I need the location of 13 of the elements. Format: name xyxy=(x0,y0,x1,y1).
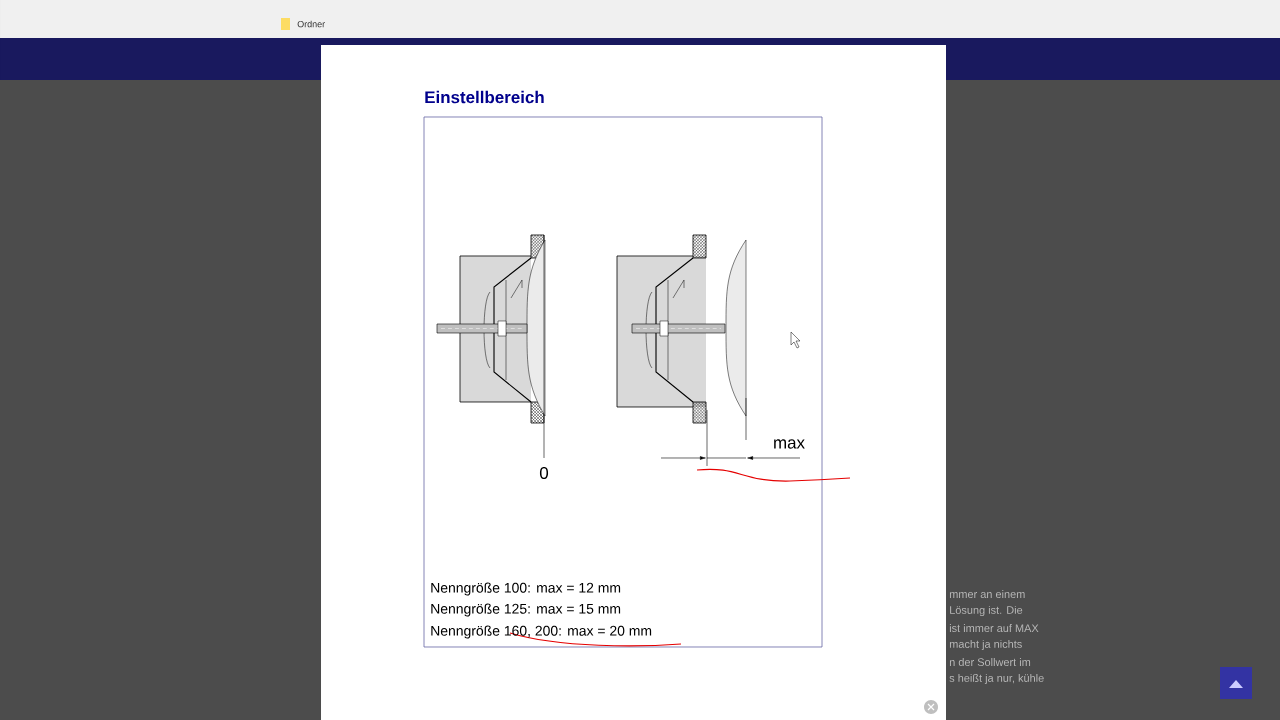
background-text: ist immer auf MAX xyxy=(949,623,1039,632)
background-text: mmer an einem xyxy=(949,589,1025,598)
bookmark-label: Ordner xyxy=(297,20,325,28)
background-text: Lösung ist. Die xyxy=(950,605,1023,617)
heading: Einstellbereich xyxy=(425,90,544,104)
dimension-label: max xyxy=(774,439,805,449)
dimension-label: 0 xyxy=(539,467,549,479)
note-text: Nenngröße 125: max = 15 mm xyxy=(431,603,621,617)
note-text: Nenngröße 100: max = 12 mm xyxy=(431,582,621,596)
background-text: macht ja nichts xyxy=(949,639,1022,651)
background-text: s heißt ja nur, kühle xyxy=(949,673,1044,685)
background-text: n der Sollwert im xyxy=(949,657,1031,666)
note-text: Nenngröße 160, 200: max = 20 mm xyxy=(431,625,652,639)
